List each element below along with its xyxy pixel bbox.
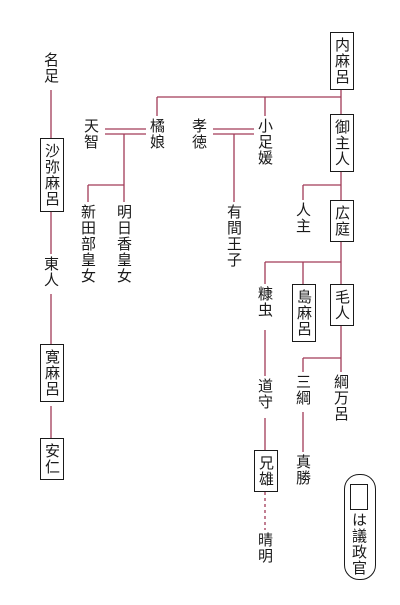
person-kotoku: 孝徳 [188, 116, 210, 152]
person-eo: 兄雄 [254, 450, 278, 492]
person-asuka: 明日香皇女 [113, 202, 135, 286]
person-mikushihito: 御主人 [330, 114, 354, 172]
person-tsunamaro: 綱万呂 [330, 372, 352, 424]
person-hitonushi: 人主 [292, 200, 314, 236]
person-oashihime: 小足媛 [254, 116, 276, 168]
legend-label: は議政官 [350, 512, 368, 576]
person-michimori: 道守 [254, 376, 276, 412]
person-harumei: 晴明 [254, 530, 276, 566]
person-anjin: 安仁 [40, 438, 64, 480]
person-makachi: 真勝 [292, 452, 314, 488]
legend-box-symbol [350, 484, 368, 510]
person-nukamushi: 糠虫 [254, 284, 276, 320]
person-emishi: 毛人 [330, 284, 354, 326]
person-tenchi: 天智 [80, 116, 102, 152]
person-arima: 有間王子 [223, 202, 245, 270]
person-hiromaro: 寛麻呂 [40, 344, 64, 402]
person-niitabe: 新田部皇女 [77, 202, 99, 286]
person-uchimaro: 内麻呂 [330, 32, 354, 90]
person-shimamaro: 島麻呂 [292, 284, 316, 342]
person-shamimaro: 沙弥麻呂 [40, 138, 64, 212]
person-azumahito: 東人 [40, 254, 62, 290]
person-natari: 名足 [40, 50, 62, 86]
person-hironiwa: 広庭 [330, 200, 354, 242]
person-tachibana: 橘娘 [146, 116, 168, 152]
person-mitsuna: 三綱 [292, 372, 314, 408]
legend: は議政官 [344, 474, 384, 584]
legend-parenthesis [344, 474, 376, 580]
